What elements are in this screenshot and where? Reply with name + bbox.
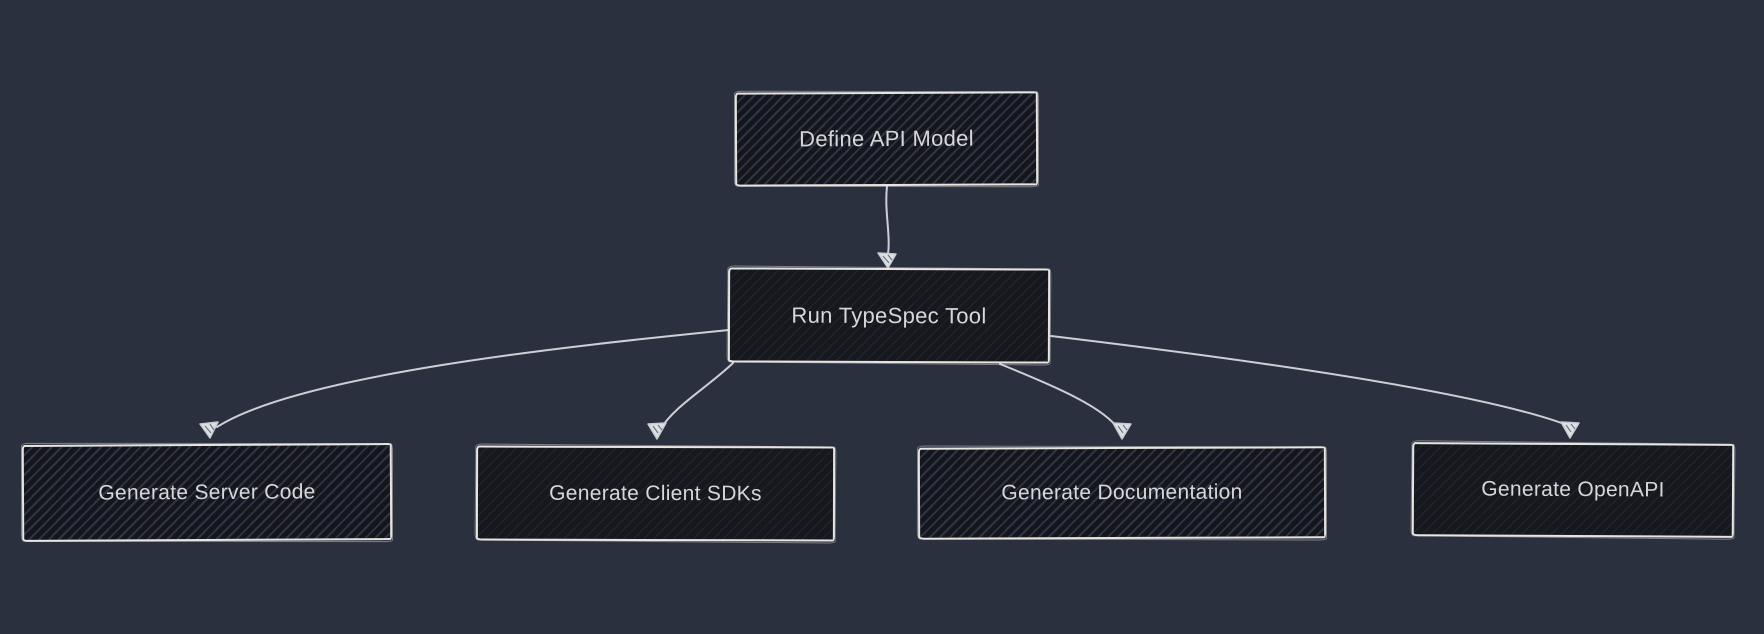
arrowhead-icon — [877, 252, 897, 269]
node-define-api-model: Define API Model — [734, 91, 1039, 187]
edge-define-api-model-to-run-typespec-tool — [885, 185, 890, 261]
node-generate-documentation: Generate Documentation — [917, 446, 1327, 540]
node-label: Generate OpenAPI — [1481, 477, 1665, 502]
node-label: Generate Client SDKs — [549, 481, 762, 505]
edge-run-typespec-tool-to-generate-openapi — [1050, 335, 1568, 426]
arrowhead-hatch-icon — [652, 424, 663, 434]
node-generate-server-code: Generate Server Code — [21, 443, 393, 542]
arrowhead-icon — [1112, 422, 1132, 440]
node-label: Generate Documentation — [1001, 480, 1243, 505]
node-generate-openapi: Generate OpenAPI — [1411, 442, 1735, 538]
arrowhead-hatch-icon — [1565, 423, 1576, 433]
edge-run-typespec-tool-to-generate-documentation — [999, 363, 1120, 431]
node-label: Generate Server Code — [98, 479, 316, 505]
arrowhead-hatch-icon — [204, 423, 215, 434]
arrowhead-icon — [647, 422, 667, 440]
arrowhead-icon — [1560, 421, 1580, 439]
node-run-typespec-tool: Run TypeSpec Tool — [727, 267, 1051, 364]
edge-run-typespec-tool-to-generate-server-code — [216, 329, 730, 428]
node-label: Define API Model — [799, 125, 974, 152]
arrowhead-icon — [199, 421, 219, 439]
node-generate-client-sdks: Generate Client SDKs — [475, 445, 836, 542]
node-label: Run TypeSpec Tool — [791, 302, 987, 328]
edge-run-typespec-tool-to-generate-client-sdks — [659, 362, 734, 431]
arrowhead-hatch-icon — [1117, 424, 1128, 434]
arrowhead-hatch-icon — [882, 254, 893, 264]
